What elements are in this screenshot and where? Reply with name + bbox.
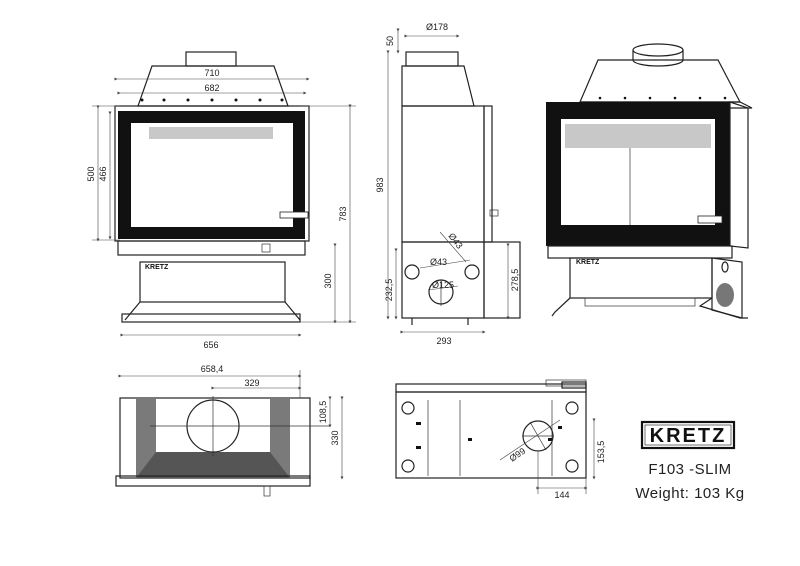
side-view: 983 50 Ø178 232,5 278,5 293 Ø43 Ø43 Ø125: [375, 22, 521, 346]
base-logo: KRETZ: [145, 264, 169, 271]
dim-front-h-legs: 300: [323, 273, 333, 288]
dim-top-width: 658,4: [201, 364, 224, 374]
dim-side-dia-c: Ø125: [432, 280, 454, 290]
dim-front-w-top: 710: [204, 68, 219, 78]
dim-front-w-base: 656: [203, 340, 218, 350]
dim-side-h-total: 983: [375, 177, 385, 192]
dim-front-h-total: 783: [338, 206, 348, 221]
dim-side-h-a: 232,5: [384, 279, 394, 302]
perspective-view: KRETZ: [546, 43, 753, 319]
dim-side-h-b: 278,5: [510, 269, 520, 292]
dim-top-depth: 330: [330, 430, 340, 445]
front-view: KRETZ 710 682 656 500 466 783 300: [86, 51, 356, 350]
door-handle: [279, 211, 309, 219]
weight-label: Weight: 103 Kg: [635, 485, 744, 502]
dim-side-dia-a: Ø43: [446, 231, 464, 251]
dim-side-dia-b: Ø43: [430, 257, 447, 267]
dim-top-half: 329: [244, 378, 259, 388]
brand-block: KRETZ F103 -SLIM Weight: 103 Kg: [635, 420, 744, 502]
perspective-logo: KRETZ: [576, 259, 600, 266]
top-view: 658,4 329 330 108,5: [115, 364, 344, 497]
dim-front-h-inner: 466: [98, 166, 108, 181]
dim-bottom-h: 153,5: [596, 441, 606, 464]
dim-front-h-outer: 500: [86, 166, 96, 181]
dim-top-offset: 108,5: [318, 401, 328, 424]
dim-front-w-inner: 682: [204, 83, 219, 93]
model-label: F103 -SLIM: [648, 461, 731, 478]
bottom-view: Ø99 153,5 144: [395, 379, 606, 500]
dim-side-depth: 293: [436, 336, 451, 346]
dim-bottom-dia: Ø99: [508, 446, 528, 464]
kretz-logo: KRETZ: [650, 425, 727, 447]
dim-side-flue-h: 50: [385, 36, 395, 46]
dim-side-flue-dia: Ø178: [426, 22, 448, 32]
dim-bottom-w: 144: [554, 490, 569, 500]
